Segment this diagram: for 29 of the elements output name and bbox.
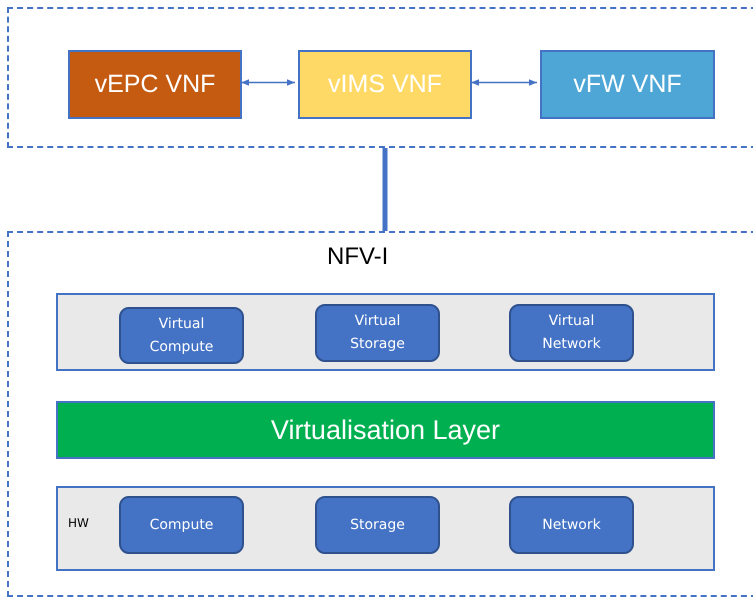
virtualisation-layer-bar <box>56 401 715 459</box>
resource-box <box>119 496 244 554</box>
panel-label: HW <box>68 516 89 530</box>
box-label: Virtual Network <box>541 312 602 354</box>
resource-box <box>315 496 440 554</box>
box-label: Storage <box>350 516 405 534</box>
vnf-box <box>540 50 715 119</box>
connector-line <box>382 148 388 231</box>
resource-box <box>509 304 634 362</box>
box-label: vIMS VNF <box>328 70 442 99</box>
arrow <box>471 79 537 86</box>
resource-box <box>509 496 634 554</box>
layer-panel <box>56 486 715 571</box>
vnf-box <box>298 50 472 119</box>
box-label: Virtual Storage <box>349 312 406 354</box>
resource-box <box>119 307 244 364</box>
layer-panel <box>56 293 715 371</box>
box-label: Virtualisation Layer <box>270 414 500 446</box>
group-heading: NFV-I <box>327 243 388 271</box>
box-label: Compute <box>150 516 214 534</box>
dashed-group-box <box>7 231 753 597</box>
vnf-box <box>68 50 242 119</box>
box-label: vEPC VNF <box>94 70 216 99</box>
box-label: Network <box>542 516 601 534</box>
dashed-group-box <box>7 7 753 148</box>
resource-box <box>315 304 440 362</box>
box-label: vFW VNF <box>573 70 682 99</box>
arrow <box>241 79 295 86</box>
box-label: Virtual Compute <box>148 314 214 356</box>
